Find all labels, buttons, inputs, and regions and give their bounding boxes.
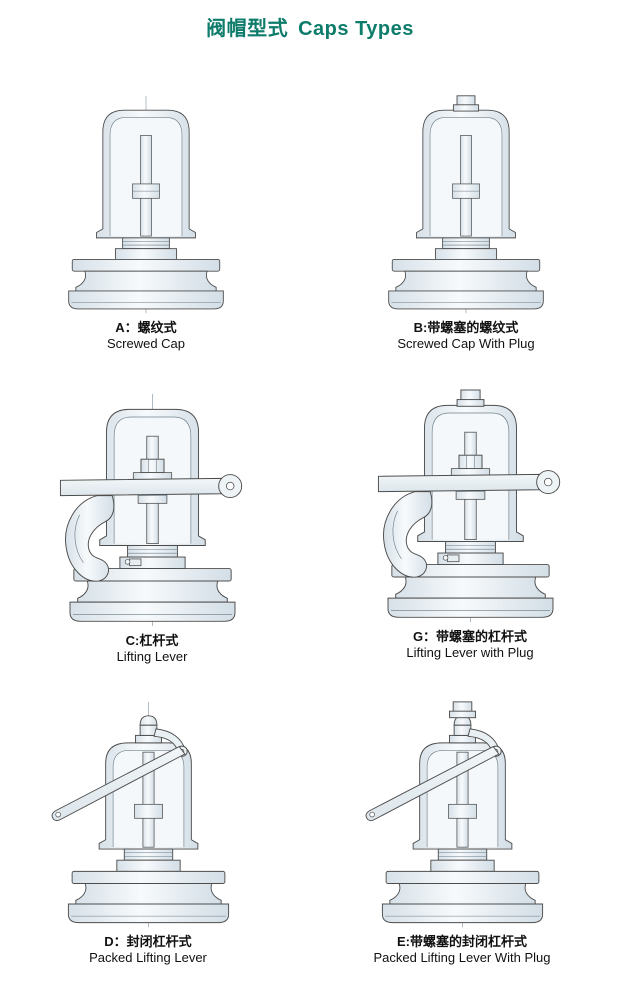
page-title-zh: 阀帽型式 bbox=[206, 18, 289, 40]
figure-label-en: Lifting Lever with Plug bbox=[406, 645, 534, 660]
screwed-cap-drawing bbox=[68, 95, 224, 314]
plug bbox=[452, 95, 480, 112]
cap-body bbox=[96, 109, 196, 239]
figure-packed-lifting-lever-with-plug: E:带螺塞的封闭杠杆式 Packed Lifting Lever With Pl… bbox=[352, 700, 572, 966]
bonnet-body bbox=[68, 237, 224, 310]
figure-lifting-lever: C:杠杆式 Lifting Lever bbox=[42, 392, 262, 665]
figure-label-zh: B:带螺塞的螺纹式 bbox=[413, 320, 519, 335]
figure-label-en: Screwed Cap With Plug bbox=[397, 336, 535, 351]
plug bbox=[456, 389, 484, 407]
figure-label-en: Packed Lifting Lever bbox=[89, 950, 207, 965]
figure-label-en: Packed Lifting Lever With Plug bbox=[373, 950, 551, 965]
figure-label-en: Screwed Cap bbox=[106, 336, 186, 351]
page-title-en: Caps Types bbox=[298, 18, 414, 40]
figure-label-zh: A：螺纹式 bbox=[115, 320, 177, 335]
packed-lever-drawing bbox=[51, 701, 229, 928]
bonnet-body bbox=[67, 848, 229, 924]
figure-packed-lifting-lever: D：封闭杠杆式 Packed Lifting Lever bbox=[38, 700, 258, 966]
screwed-cap-plug-drawing bbox=[388, 95, 544, 314]
lifting-lever-drawing bbox=[59, 393, 242, 627]
cap-body bbox=[416, 109, 516, 239]
figure-screwed-cap: A：螺纹式 Screwed Cap bbox=[36, 94, 256, 352]
figure-label-zh: C:杠杆式 bbox=[125, 633, 179, 648]
figure-lifting-lever-with-plug: G：带螺塞的杠杆式 Lifting Lever with Plug bbox=[360, 388, 580, 661]
bonnet-body bbox=[381, 848, 543, 924]
packed-lever-plug-drawing bbox=[365, 701, 543, 928]
figure-label-en: Lifting Lever bbox=[116, 649, 188, 664]
figure-screwed-cap-with-plug: B:带螺塞的螺纹式 Screwed Cap With Plug bbox=[356, 94, 576, 352]
figure-label-zh: D：封闭杠杆式 bbox=[104, 934, 192, 949]
bonnet-body bbox=[388, 237, 544, 310]
figure-label-zh: E:带螺塞的封闭杠杆式 bbox=[396, 934, 527, 949]
page-title: 阀帽型式 Caps Types bbox=[0, 12, 620, 41]
plug bbox=[448, 701, 476, 719]
lifting-lever-plug-drawing bbox=[377, 389, 560, 623]
cap-body bbox=[98, 742, 198, 850]
figure-label-zh: G：带螺塞的杠杆式 bbox=[412, 629, 528, 644]
cap-body bbox=[412, 742, 512, 850]
